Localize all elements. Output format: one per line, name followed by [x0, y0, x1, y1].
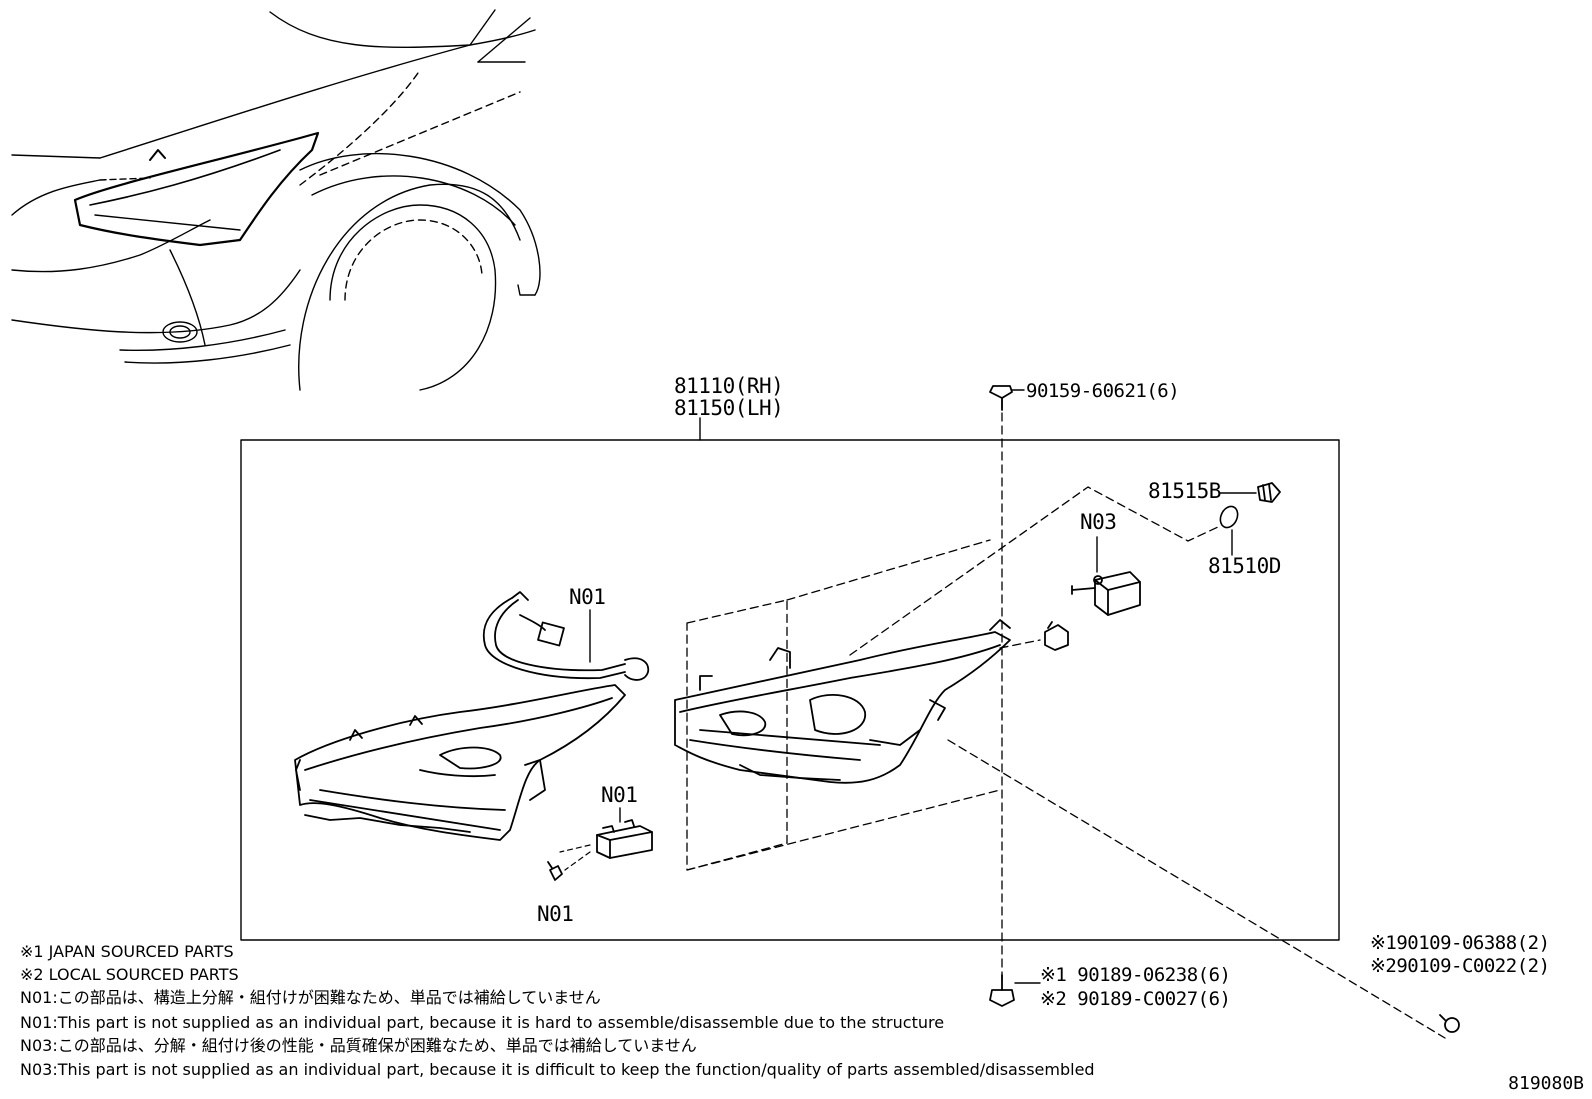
label-90159-60621: 90159-60621(6): [1026, 380, 1180, 402]
note-japan-sourced: ※1 JAPAN SOURCED PARTS: [20, 942, 234, 961]
vehicle-front-illustration: [11, 9, 541, 391]
screw-top: [989, 385, 1013, 411]
label-90109-c0022: ※290109-C0022(2): [1370, 955, 1550, 977]
socket-81515b: [1257, 482, 1281, 503]
exploded-guides: [686, 399, 1446, 1039]
label-n03: N03: [1080, 510, 1117, 534]
note-n01-en: N01:This part is not supplied as an indi…: [20, 1013, 945, 1032]
label-n01-harness: N01: [569, 585, 606, 609]
label-81510d: 81510D: [1208, 554, 1281, 578]
leveling-actuator: [1071, 571, 1141, 616]
headlamp-exploded: [674, 619, 1011, 784]
bulb-socket: [1044, 621, 1069, 651]
note-n03-jp: N03:この部品は、分解・組付け後の性能・品質確保が困難なため、単品では補給して…: [20, 1036, 697, 1055]
note-n01-jp: N01:この部品は、構造上分解・組付けが困難なため、単品では補給していません: [20, 988, 601, 1007]
label-81110-rh: 81110(RH): [674, 374, 784, 398]
label-90109-06388: ※190109-06388(2): [1370, 932, 1550, 954]
module-screw: [547, 861, 563, 881]
label-90189-06238: ※1 90189-06238(6): [1040, 964, 1231, 986]
label-81150-lh: 81150(LH): [674, 396, 784, 420]
label-n01-screw: N01: [537, 902, 574, 926]
bulb-81510d: [1219, 505, 1239, 529]
note-local-sourced: ※2 LOCAL SOURCED PARTS: [20, 965, 239, 984]
control-module: [559, 819, 653, 871]
nut-bottom: [989, 974, 1015, 1007]
headlamp-assembled: [294, 684, 626, 841]
label-n01-module: N01: [601, 783, 638, 807]
label-90189-c0027: ※2 90189-C0027(6): [1040, 988, 1231, 1010]
figure-code: 819080B: [1508, 1073, 1584, 1094]
assembly-frame: [240, 439, 1340, 941]
label-81515b: 81515B: [1148, 479, 1221, 503]
wiring-harness: [482, 591, 650, 681]
bolt-bottom-right: [1439, 1014, 1460, 1033]
note-n03-en: N03:This part is not supplied as an indi…: [20, 1060, 1095, 1079]
